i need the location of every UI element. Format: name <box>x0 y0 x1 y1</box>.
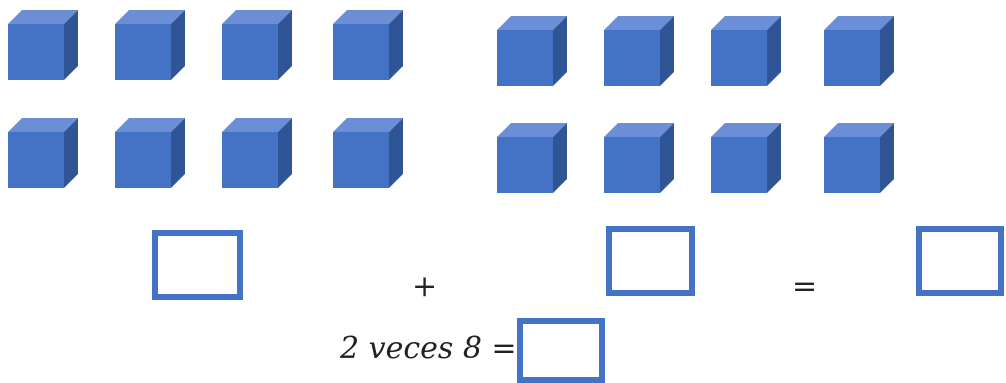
cube-icon <box>604 16 674 86</box>
multiplication-phrase: 2 veces 8 = <box>340 331 517 366</box>
cube-icon <box>604 123 674 193</box>
cube-icon <box>115 118 185 188</box>
equals-sign: = <box>792 269 818 304</box>
cube-icon <box>8 10 78 80</box>
cube-icon <box>824 16 894 86</box>
cube-icon <box>711 123 781 193</box>
cube-icon <box>497 123 567 193</box>
cube-icon <box>222 10 292 80</box>
cube-icon <box>333 10 403 80</box>
right-count-box[interactable] <box>606 226 695 296</box>
cube-icon <box>824 123 894 193</box>
cube-icon <box>711 16 781 86</box>
plus-sign: + <box>412 269 438 304</box>
left-count-box[interactable] <box>152 230 243 300</box>
cube-icon <box>8 118 78 188</box>
cube-icon <box>497 16 567 86</box>
product-box[interactable] <box>517 318 605 383</box>
cube-icon <box>222 118 292 188</box>
sum-box[interactable] <box>916 226 1004 296</box>
cube-icon <box>115 10 185 80</box>
cube-icon <box>333 118 403 188</box>
